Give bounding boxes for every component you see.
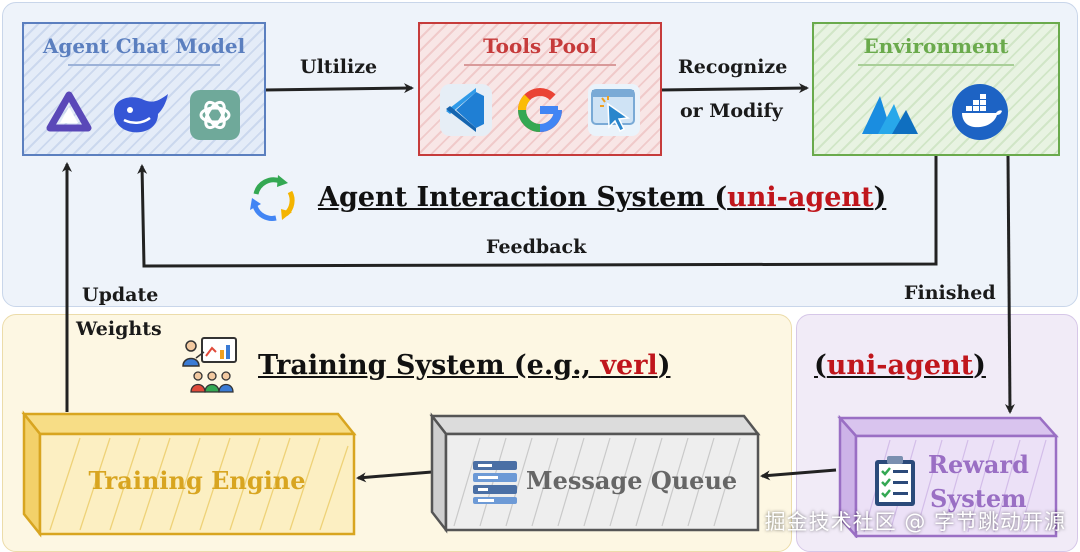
environment-title: Environment <box>863 34 1009 58</box>
recognize-label: Recognize <box>678 56 788 78</box>
update-label: Update <box>82 284 159 306</box>
finished-arrow <box>1004 155 1015 414</box>
cursor-click-icon <box>588 84 640 136</box>
clipboard-checklist-icon <box>875 456 915 506</box>
openai-logo-icon <box>190 90 240 140</box>
message-queue-title: Message Queue <box>526 466 738 495</box>
queue-to-engine-arrow <box>356 470 433 483</box>
tools-pool-box: Tools Pool <box>418 22 662 156</box>
reward-region-heading: (uni-agent) <box>814 350 986 381</box>
weights-label: Weights <box>76 318 162 340</box>
mountain-logo-icon <box>862 96 918 134</box>
refresh-cycle-icon <box>250 175 295 221</box>
google-icon <box>518 88 563 133</box>
deepseek-whale-icon <box>114 94 168 133</box>
agent-chat-model-box: Agent Chat Model <box>22 22 266 156</box>
feedback-label: Feedback <box>486 236 587 258</box>
training-system-heading: Training System (e.g., verl) <box>258 350 671 381</box>
uni-agent-reward-highlight: uni-agent <box>826 350 974 381</box>
recognize-arrow <box>659 83 809 94</box>
utilize-arrow <box>263 83 414 94</box>
tools-pool-title: Tools Pool <box>483 34 597 58</box>
reward-to-queue-arrow <box>760 468 837 481</box>
verl-highlight: verl <box>600 350 658 381</box>
training-engine-title: Training Engine <box>88 466 306 495</box>
watermark: 掘金技术社区 @ 字节跳动开源 <box>764 510 1066 534</box>
uni-agent-highlight: uni-agent <box>727 182 874 213</box>
presentation-team-icon <box>182 337 237 393</box>
training-engine-box <box>21 410 357 538</box>
reward-system-title-line2: System <box>930 484 1027 513</box>
environment-box: Environment <box>812 22 1060 156</box>
queue-list-icon <box>473 461 517 504</box>
utilize-label: Ultilize <box>300 56 378 78</box>
feedback-arrow <box>137 156 938 268</box>
docker-icon <box>952 84 1008 140</box>
finished-label: Finished <box>904 282 996 304</box>
or-modify-label: or Modify <box>680 100 783 122</box>
agent-chat-model-title: Agent Chat Model <box>42 34 246 58</box>
interaction-system-heading: Agent Interaction System (uni-agent) <box>318 182 887 213</box>
qwen-logo-icon <box>46 91 92 132</box>
vscode-icon <box>440 84 492 136</box>
reward-system-title-line1: Reward <box>928 450 1029 479</box>
